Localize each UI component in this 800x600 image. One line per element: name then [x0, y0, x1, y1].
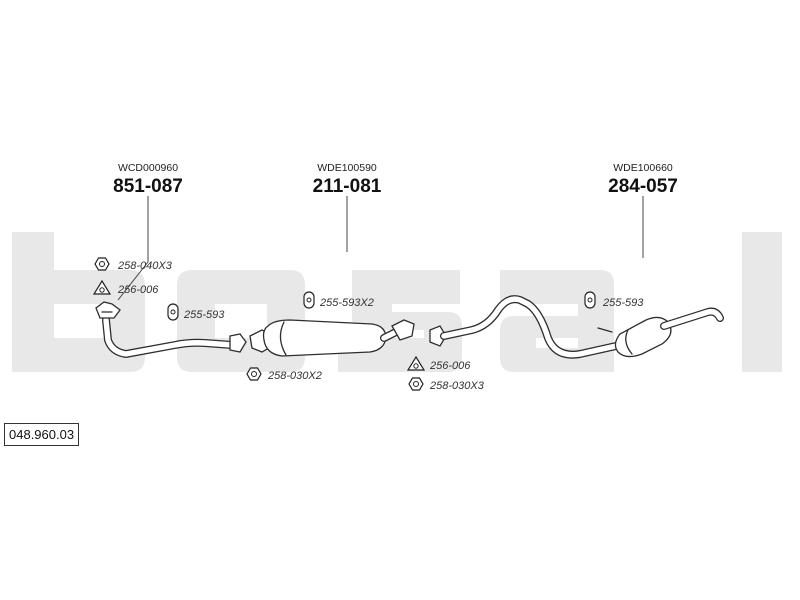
middle-silencer [249, 319, 415, 357]
oe-code: WCD000960 [118, 162, 178, 174]
part-number: 211-081 [313, 176, 382, 197]
part-label: 258-040X3 [117, 260, 173, 272]
part-label: 256-006 [117, 284, 159, 296]
nut-icon [94, 257, 110, 271]
gasket-icon [406, 355, 426, 371]
part-label: 258-030X3 [429, 380, 485, 392]
part-label: 258-030X2 [267, 370, 322, 382]
part-label: 255-593X2 [319, 297, 374, 309]
rubber-mount-icon [303, 291, 315, 309]
part-label: 255-593 [183, 309, 225, 321]
rubber-mount-icon [584, 291, 596, 309]
nut-icon [408, 377, 424, 391]
rear-section [429, 295, 724, 359]
part-label: 255-593 [602, 297, 644, 309]
nut-icon [246, 367, 262, 381]
oe-code: WDE100660 [613, 162, 673, 174]
reference-code: 048.960.03 [9, 427, 75, 442]
part-number: 284-057 [608, 176, 678, 197]
front-pipe [95, 301, 247, 358]
rubber-mount-icon [167, 303, 179, 321]
part-number: 851-087 [113, 176, 183, 197]
part-label: 256-006 [429, 360, 471, 372]
gasket-icon [92, 279, 112, 295]
leader-line [117, 261, 149, 301]
reference-code-box: 048.960.03 [4, 423, 80, 446]
oe-code: WDE100590 [317, 162, 377, 174]
